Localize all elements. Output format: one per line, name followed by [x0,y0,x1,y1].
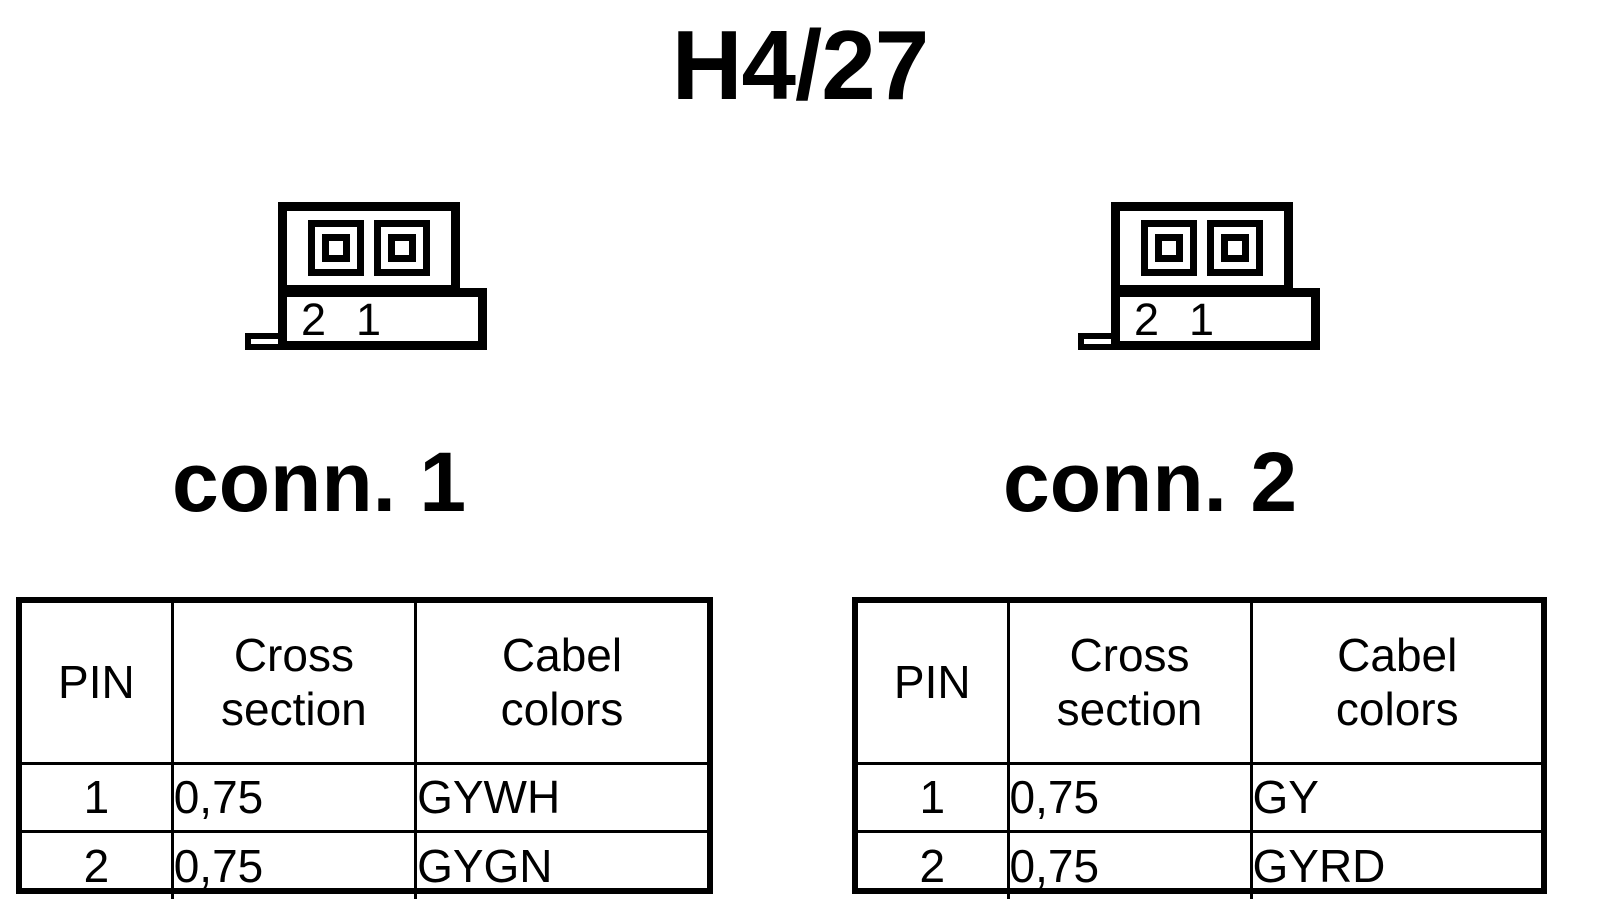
table-header-row: PIN Cross section Cabel colors [22,603,707,765]
cavity-icon [1141,220,1197,276]
connector-label-conn-1: conn. 1 [172,435,467,529]
pin-table-conn-2: PIN Cross section Cabel colors 1 0,75 GY… [852,597,1547,899]
column-header-pin: PIN [22,603,174,765]
table-header-row: PIN Cross section Cabel colors [858,603,1542,765]
cell-pin: 1 [858,761,1010,833]
cell-pin: 1 [22,761,174,833]
column-header-cross-section-line2: section [1056,683,1203,736]
cell-cable-colors: GYGN [414,829,707,899]
column-header-cable-colors-line1: Cabel [1337,628,1458,681]
table-row: 1 0,75 GYWH [22,761,707,833]
pin-table-conn-1: PIN Cross section Cabel colors 1 0,75 GY… [16,597,713,899]
column-header-cross-section-line1: Cross [233,628,354,681]
cavity-core-icon [1221,234,1249,262]
connector-latch-tab-icon [245,333,287,350]
connector-housing-lower: 2 1 [1111,288,1320,350]
cell-cable-colors: GY [1249,761,1542,833]
connector-symbol-conn-2: 2 1 [1078,202,1323,357]
cavity-icon [308,220,364,276]
connector-pin-number: 2 [1134,293,1160,345]
connector-latch-tab-icon [1078,333,1120,350]
table-row: 1 0,75 GY [858,761,1542,833]
column-header-pin: PIN [858,603,1010,765]
cavity-icon [374,220,430,276]
cavity-icon [1207,220,1263,276]
column-header-cable-colors-line2: colors [500,683,624,736]
connector-housing-upper [278,202,460,294]
cell-cable-colors: GYWH [414,761,707,833]
connector-housing-lower: 2 1 [278,288,487,350]
cell-cross-section: 0,75 [170,761,418,833]
column-header-cable-colors-line1: Cabel [501,628,623,681]
cavity-core-icon [1155,234,1183,262]
cell-cross-section: 0,75 [170,829,418,899]
table-row: 2 0,75 GYRD [858,829,1542,899]
connector-symbol-conn-1: 2 1 [245,202,490,357]
cell-pin: 2 [858,829,1010,899]
column-header-cross-section-line1: Cross [1069,628,1190,681]
table-row: 2 0,75 GYGN [22,829,707,899]
connector-housing-upper [1111,202,1293,294]
column-header-cable-colors: Cabel colors [1249,603,1542,765]
cavity-core-icon [322,234,350,262]
column-header-cable-colors-line2: colors [1335,683,1459,736]
cell-pin: 2 [22,829,174,899]
page-title: H4/27 [671,10,930,120]
connector-pin-number: 1 [356,293,382,345]
column-header-cable-colors: Cabel colors [414,603,707,765]
column-header-cross-section: Cross section [1006,603,1253,765]
cell-cross-section: 0,75 [1006,829,1253,899]
column-header-cross-section-line2: section [221,683,367,736]
connector-label-conn-2: conn. 2 [1003,435,1298,529]
cell-cross-section: 0,75 [1006,761,1253,833]
column-header-cross-section: Cross section [170,603,418,765]
cell-cable-colors: GYRD [1249,829,1542,899]
connector-pin-number: 1 [1189,293,1215,345]
connector-pin-number: 2 [301,293,327,345]
cavity-core-icon [388,234,416,262]
